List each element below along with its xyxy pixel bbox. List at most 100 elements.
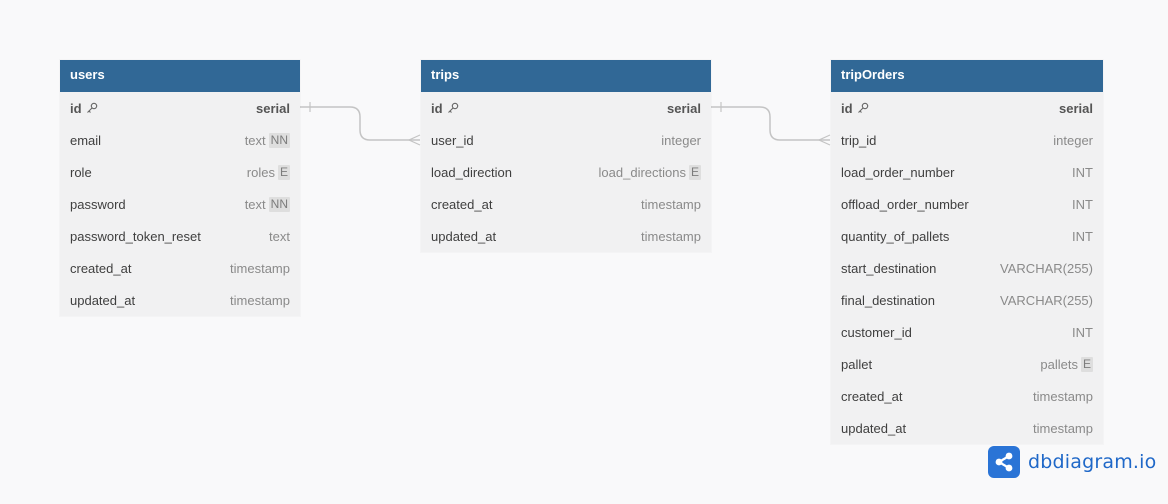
field-type: text — [244, 132, 266, 148]
field-type: roles — [246, 164, 275, 180]
field-name-wrapper: email — [70, 133, 101, 148]
field-type: load_directions — [598, 164, 686, 180]
primary-key-icon — [447, 102, 459, 114]
field-name-wrapper: created_at — [431, 197, 492, 212]
field-name: id — [70, 100, 82, 116]
enum-badge: E — [1080, 356, 1093, 372]
field-row-load-order-number[interactable]: load_order_number INT — [831, 156, 1103, 188]
brand-watermark[interactable]: dbdiagram.io — [988, 446, 1156, 478]
field-row-id[interactable]: id serial — [421, 92, 711, 124]
field-name-wrapper: trip_id — [841, 133, 876, 148]
field-row-updated-at[interactable]: updated_at timestamp — [60, 284, 300, 316]
field-type-wrapper: serial — [1059, 101, 1093, 116]
field-row-created-at[interactable]: created_at timestamp — [421, 188, 711, 220]
field-name: trip_id — [841, 132, 877, 148]
field-name: id — [841, 100, 853, 116]
table-header-trips[interactable]: trips — [421, 60, 711, 92]
table-header-triporders[interactable]: tripOrders — [831, 60, 1103, 92]
field-type-wrapper: INT — [1072, 325, 1093, 340]
not-null-badge: NN — [268, 132, 290, 148]
field-row-created-at[interactable]: created_at timestamp — [60, 252, 300, 284]
field-type: VARCHAR(255) — [1000, 292, 1093, 308]
field-type-wrapper: serial — [667, 101, 701, 116]
field-name: customer_id — [841, 324, 912, 340]
field-name-wrapper: id — [70, 101, 98, 116]
field-row-offload-order-number[interactable]: offload_order_number INT — [831, 188, 1103, 220]
field-type: serial — [1059, 100, 1093, 116]
field-name-wrapper: start_destination — [841, 261, 936, 276]
field-name-wrapper: customer_id — [841, 325, 912, 340]
field-row-final-destination[interactable]: final_destination VARCHAR(255) — [831, 284, 1103, 316]
field-name: offload_order_number — [841, 196, 969, 212]
field-row-password-token-reset[interactable]: password_token_reset text — [60, 220, 300, 252]
field-type: timestamp — [1033, 388, 1093, 404]
field-row-created-at[interactable]: created_at timestamp — [831, 380, 1103, 412]
field-type: INT — [1072, 164, 1093, 180]
field-name-wrapper: offload_order_number — [841, 197, 969, 212]
field-name: created_at — [70, 260, 132, 276]
relation-trips-triporders[interactable] — [711, 102, 831, 146]
field-name: created_at — [841, 388, 903, 404]
field-name-wrapper: created_at — [70, 261, 131, 276]
field-name: password_token_reset — [70, 228, 201, 244]
field-name-wrapper: password_token_reset — [70, 229, 201, 244]
field-row-updated-at[interactable]: updated_at timestamp — [421, 220, 711, 252]
field-name: id — [431, 100, 443, 116]
field-type-wrapper: VARCHAR(255) — [1000, 293, 1093, 308]
primary-key-icon — [857, 102, 869, 114]
field-name-wrapper: pallet — [841, 357, 872, 372]
field-row-customer-id[interactable]: customer_id INT — [831, 316, 1103, 348]
share-nodes-icon — [988, 446, 1020, 478]
field-type-wrapper: integer — [1053, 133, 1093, 148]
field-row-start-destination[interactable]: start_destination VARCHAR(255) — [831, 252, 1103, 284]
table-triporders[interactable]: tripOrders id serial trip_id integer load_or… — [831, 60, 1103, 444]
field-type-wrapper: timestamp — [1033, 421, 1093, 436]
field-type: VARCHAR(255) — [1000, 260, 1093, 276]
field-type: timestamp — [1033, 420, 1093, 436]
brand-name: dbdiagram.io — [1028, 451, 1157, 473]
field-name-wrapper: quantity_of_pallets — [841, 229, 949, 244]
field-type: INT — [1072, 324, 1093, 340]
field-type: timestamp — [641, 196, 701, 212]
field-name: password — [70, 196, 126, 212]
not-null-badge: NN — [268, 196, 290, 212]
field-row-updated-at[interactable]: updated_at timestamp — [831, 412, 1103, 444]
field-name: user_id — [431, 132, 474, 148]
field-type-wrapper: INT — [1072, 197, 1093, 212]
field-row-id[interactable]: id serial — [831, 92, 1103, 124]
relation-users-trips[interactable] — [300, 102, 421, 146]
field-name: created_at — [431, 196, 493, 212]
field-type: text — [269, 228, 290, 244]
field-name-wrapper: final_destination — [841, 293, 935, 308]
field-type: timestamp — [641, 228, 701, 244]
field-name-wrapper: updated_at — [431, 229, 496, 244]
field-name: email — [70, 132, 102, 148]
field-type: timestamp — [230, 260, 290, 276]
field-name-wrapper: load_order_number — [841, 165, 954, 180]
field-type: timestamp — [230, 292, 290, 308]
field-row-trip-id[interactable]: trip_id integer — [831, 124, 1103, 156]
field-name: final_destination — [841, 292, 935, 308]
field-type-wrapper: timestamp — [230, 293, 290, 308]
field-name-wrapper: updated_at — [841, 421, 906, 436]
field-name-wrapper: id — [841, 101, 869, 116]
field-type: text — [244, 196, 266, 212]
field-name: quantity_of_pallets — [841, 228, 950, 244]
field-type-wrapper: INT — [1072, 165, 1093, 180]
table-header-users[interactable]: users — [60, 60, 300, 92]
field-name: updated_at — [70, 292, 136, 308]
